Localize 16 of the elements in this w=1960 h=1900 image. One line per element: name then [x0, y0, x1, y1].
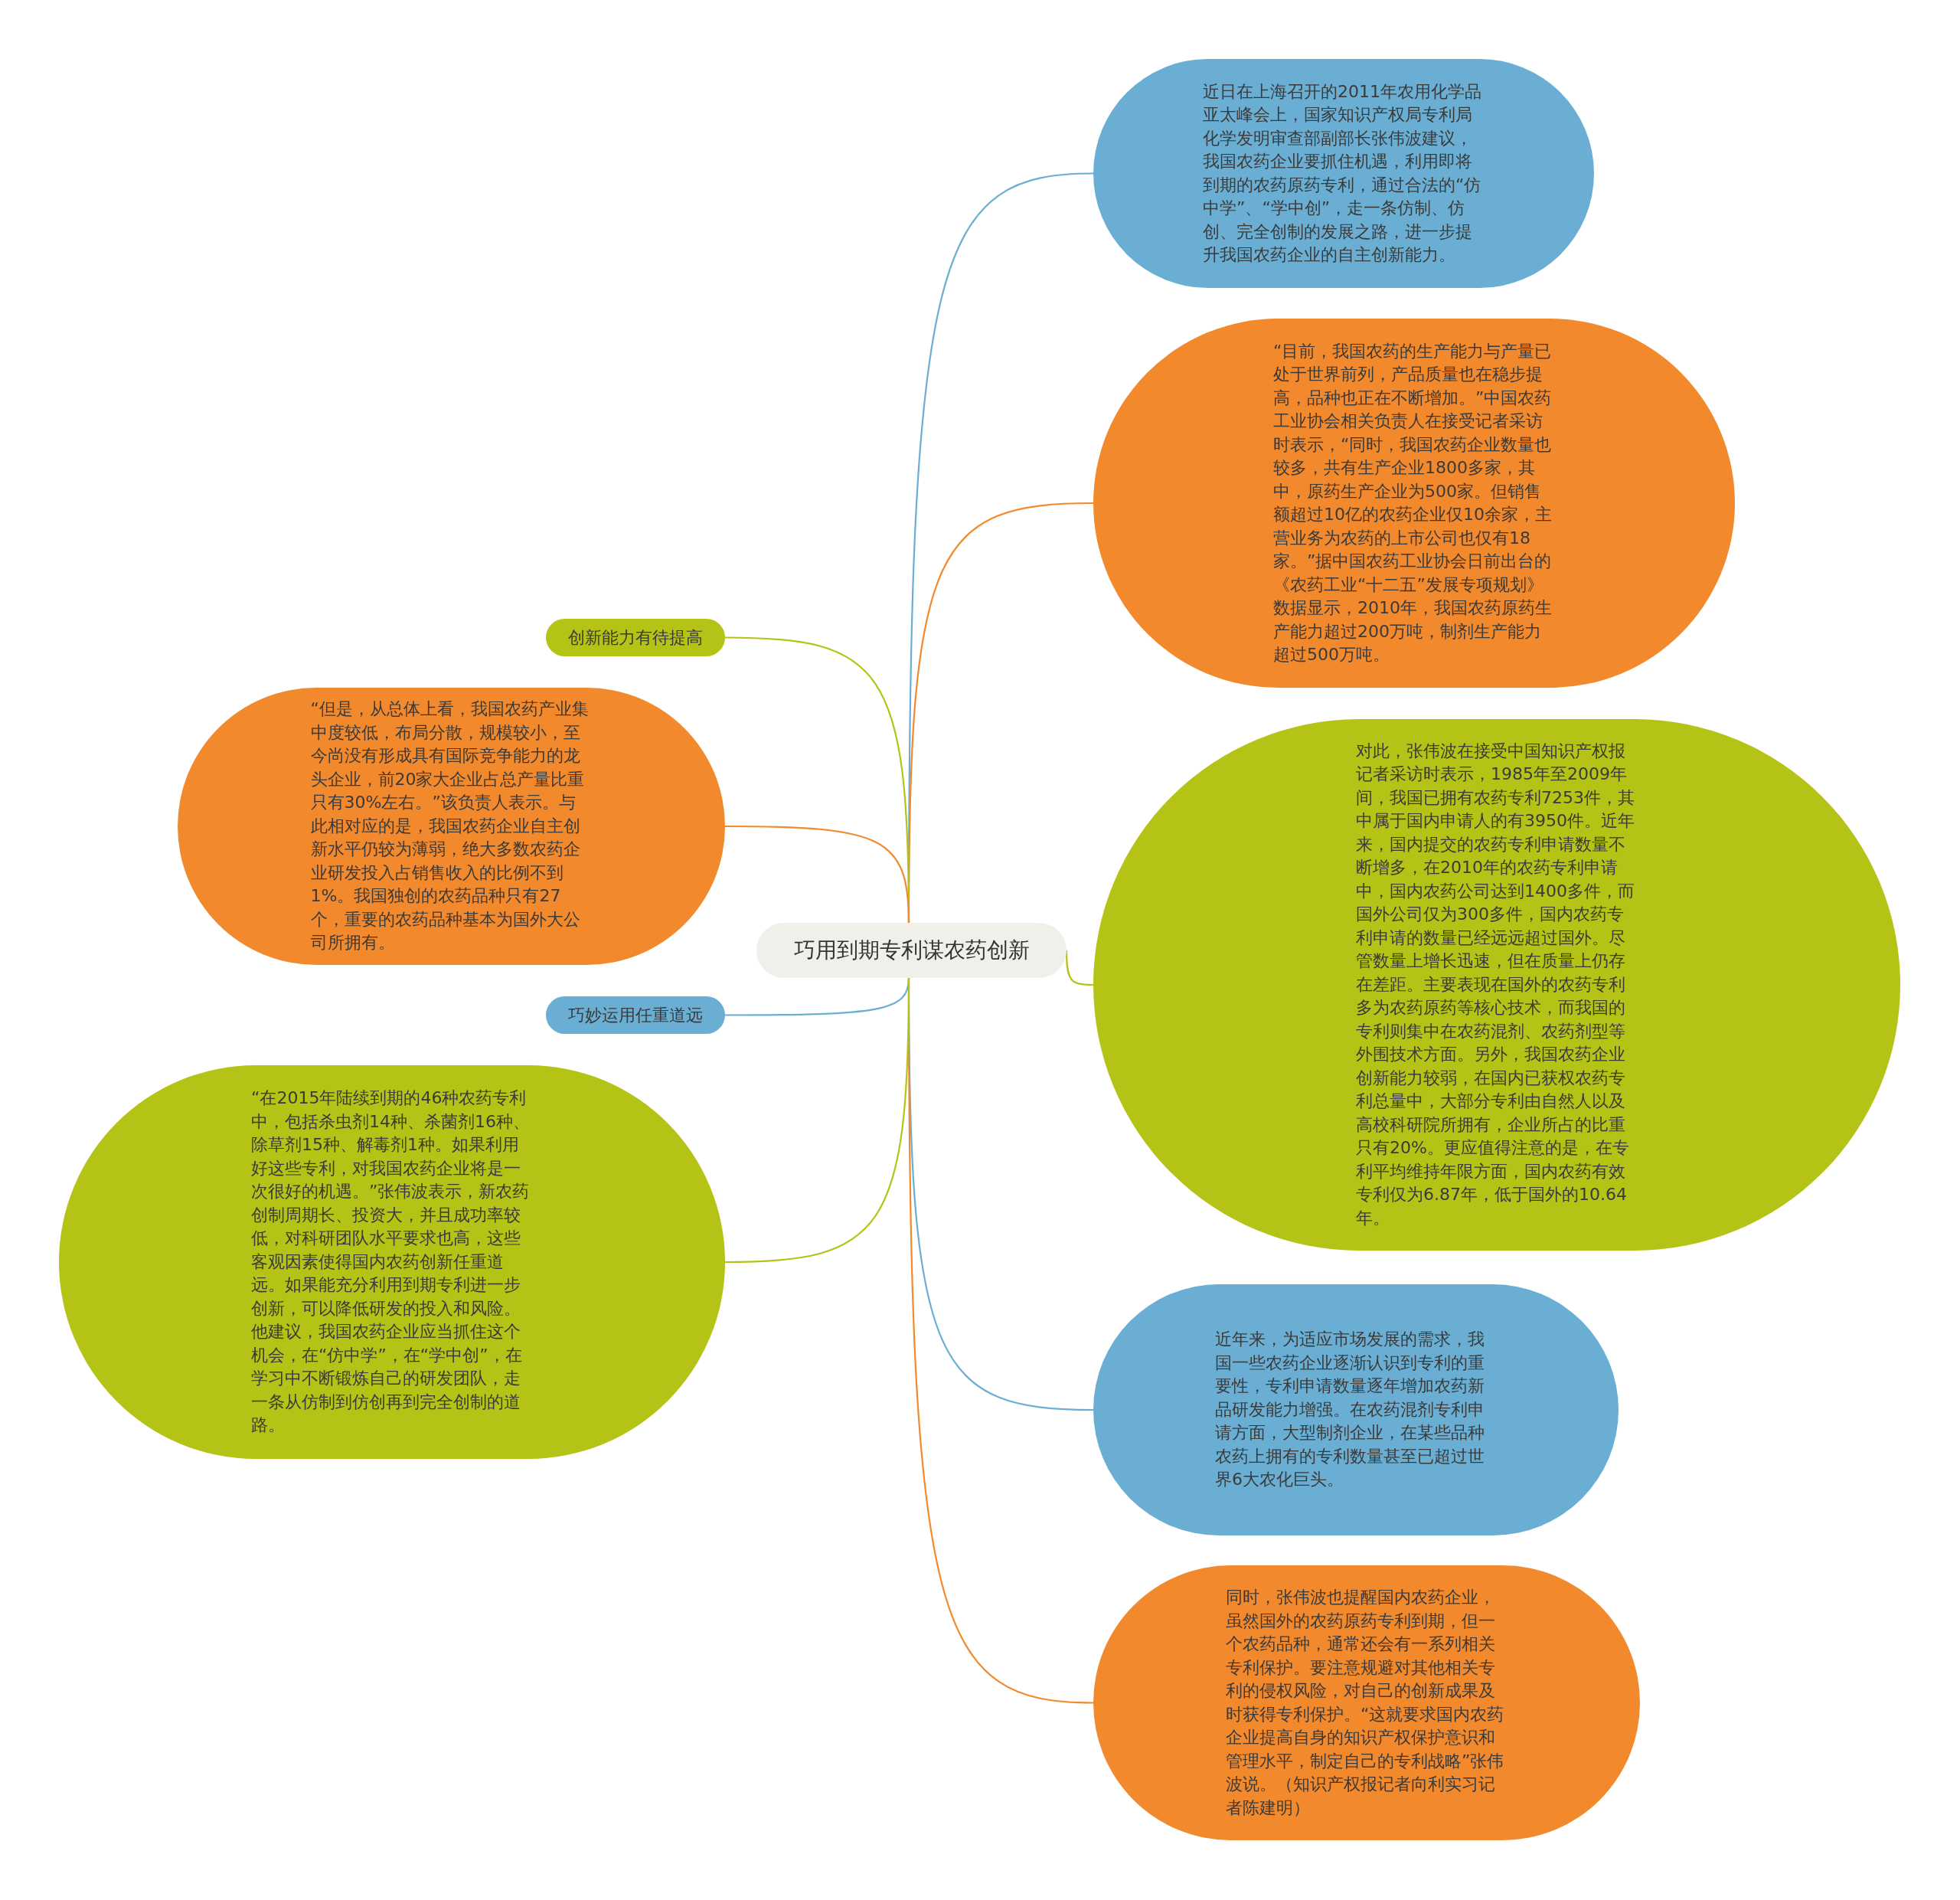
- branch-topic-pill: [546, 996, 725, 1034]
- paragraph-text: 近年来，为适应市场发展的需求，我国一些农药企业逐渐认识到专利的重要性，专利申请数量逐年增加农药新品研发能力增强。在农药混剂专利申请方面，大型制剂企业，在某些品种农药上拥有的专利数量甚至已超过世界6大农化巨头。: [1215, 1329, 1485, 1491]
- paragraph-text: “在2015年陆续到期的46种农药专利中，包括杀虫剂14种、杀菌剂16种、除草剂15种、解毒剂1种。如果利用好这些专利，对我国农药企业将是一次很好的机遇。”张伟波表示，新农药创制周期长、投资大，并且成功率较低，对科研团队水平要求也高，这些客观因素使得国内农药创新任重道远。如果能充分利用到期专利进一步创新，可以降低研发的投入和风险。他建议，我国农药企业应当抓住这个机会，在“仿中学”，在“学中创”，在学习中不断锻炼自己的研发团队，走一条从仿制到仿创再到完全创制的道路。: [251, 1087, 531, 1437]
- branch-topic-pill: [546, 619, 725, 656]
- paragraph-text: “但是，从总体上看，我国农药产业集中度较低，布局分散，规模较小，至今尚没有形成具有国际竞争能力的龙头企业，前20家大企业占总产量比重只有30%左右。”该负责人表示。与此相对应的是，我国农药企业自主创新水平仍较为薄弱，绝大多数农药企业研发投入占销售收入的比例不到1%。我国独创的农药品种只有27个，重要的农药品种基本为国外大公司所拥有。: [310, 698, 590, 954]
- paragraph-text: 近日在上海召开的2011年农用化学品亚太峰会上，国家知识产权局专利局化学发明审查部副部长张伟波建议，我国农药企业要抓住机遇，利用即将到期的农药原药专利，通过合法的“仿中学”、“学中创”，走一条仿制、仿创、完全创制的发展之路，进一步提升我国农药企业的自主创新能力。: [1203, 80, 1482, 266]
- connector-line: [725, 825, 910, 924]
- central-topic-pill: [756, 923, 1067, 978]
- connector-line: [1065, 950, 1093, 986]
- paragraph-text: 同时，张伟波也提醒国内农药企业，虽然国外的农药原药专利到期，但一个农药品种，通常还会有一系列相关专利保护。要注意规避对其他相关专利的侵权风险，对自己的创新成果及时获得专利保护。“这就要求国内农药企业提高自身的知识产权保护意识和管理水平，制定自己的专利战略”张伟波说。（知识产权报记者向利实习记者陈建明）: [1226, 1587, 1505, 1819]
- topic-text: 创新能力有待提高: [568, 626, 703, 649]
- paragraph-text: “目前，我国农药的生产能力与产量已处于世界前列，产品质量也在稳步提高，品种也正在不断增加。”中国农药工业协会相关负责人在接受记者采访时表示，“同时，我国农药企业数量也较多，共有生产企业1800多家，其中，原药生产企业为500家。但销售额超过10亿的农药企业仅10余家，主营业务为农药的上市公司也仅有18家。”据中国农药工业协会日前出台的《农药工业“十二五”发展专项规划》数据显示，2010年，我国农药原药生产能力超过200万吨，制剂生产能力超过500万吨。: [1273, 340, 1553, 665]
- topic-text: 巧用到期专利谋农药创新: [793, 938, 1030, 963]
- paragraph-text: 对此，张伟波在接受中国知识产权报记者采访时表示，1985年至2009年间，我国已拥有农药专利7253件，其中属于国内申请人的有3950件。近年来，国内提交的农药专利申请数量不断增多，在2010年的农药专利申请中，国内农药公司达到1400多件，而国外公司仅为300多件，国内农药专利申请的数量已经远远超过国外。尽管数量上增长迅速，但在质量上仍存在差距。主要表现在国外的农药专利多为农药原药等核心技术，而我国的专利则集中在农药混剂、农药剂型等外围技术方面。另外，我国农药企业创新能力较弱，在国内已获权农药专利总量中，大部分专利由自然人以及高校科研院所拥有，企业所占的比重只有20%。更应值得注意的是，在专利平均维持年限方面，国内农药有效专利仅为6.87年，低于国外的10.64年。: [1356, 740, 1635, 1229]
- connector-line: [724, 978, 910, 1264]
- topic-text: 巧妙运用任重道远: [568, 1004, 703, 1026]
